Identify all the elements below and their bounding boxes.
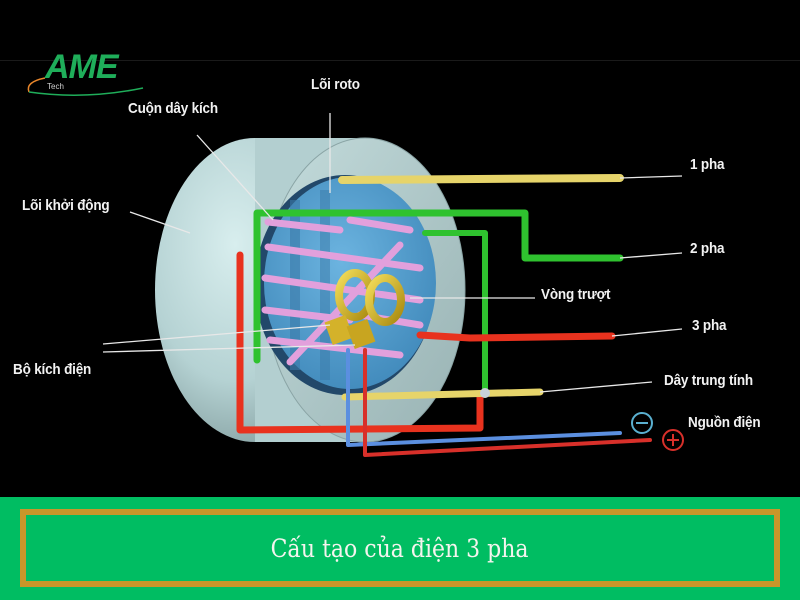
slip-rings (335, 269, 405, 326)
label-vong-truot: Vòng trượt (541, 286, 611, 303)
wire-phase-3-out (416, 331, 616, 342)
junction-node (480, 388, 490, 398)
minus-icon (631, 412, 653, 434)
label-nguon-dien: Nguồn điện (688, 414, 761, 431)
wire-source-negative (346, 348, 622, 447)
divider (0, 60, 800, 61)
rotor-core (255, 175, 436, 395)
plus-icon (662, 429, 684, 451)
caption-banner: Cấu tạo của điện 3 pha (0, 497, 800, 600)
wire-neutral (341, 388, 544, 401)
label-cuon-day-kich: Cuộn dây kích (128, 100, 218, 117)
motor-diagram (102, 113, 684, 457)
ame-logo: AME Tech (25, 48, 150, 97)
logo-brand: AME (45, 48, 119, 86)
wire-phase-3 (236, 251, 484, 434)
label-3-pha: 3 pha (692, 317, 727, 334)
brushes (324, 314, 376, 350)
label-bo-kich-dien: Bộ kích điện (13, 361, 92, 378)
wire-source-positive (363, 348, 652, 457)
label-loi-roto: Lõi roto (311, 76, 360, 93)
logo-sub: Tech (47, 82, 64, 91)
leader-lines (102, 113, 683, 393)
logo-swoosh-icon (27, 77, 144, 96)
label-2-pha: 2 pha (690, 240, 725, 257)
caption-frame: Cấu tạo của điện 3 pha (20, 509, 780, 587)
label-loi-khoi-dong: Lõi khởi động (22, 197, 110, 214)
label-day-trung-tinh: Dây trung tính (664, 372, 753, 389)
wire-phase-2 (253, 209, 624, 364)
label-1-pha: 1 pha (690, 156, 725, 173)
caption-title: Cấu tạo của điện 3 pha (271, 533, 529, 563)
diagram-stage: AME Tech Lõi roto Cuộn dây kích Lõi khởi… (0, 48, 800, 457)
wire-phase-1 (338, 174, 624, 184)
